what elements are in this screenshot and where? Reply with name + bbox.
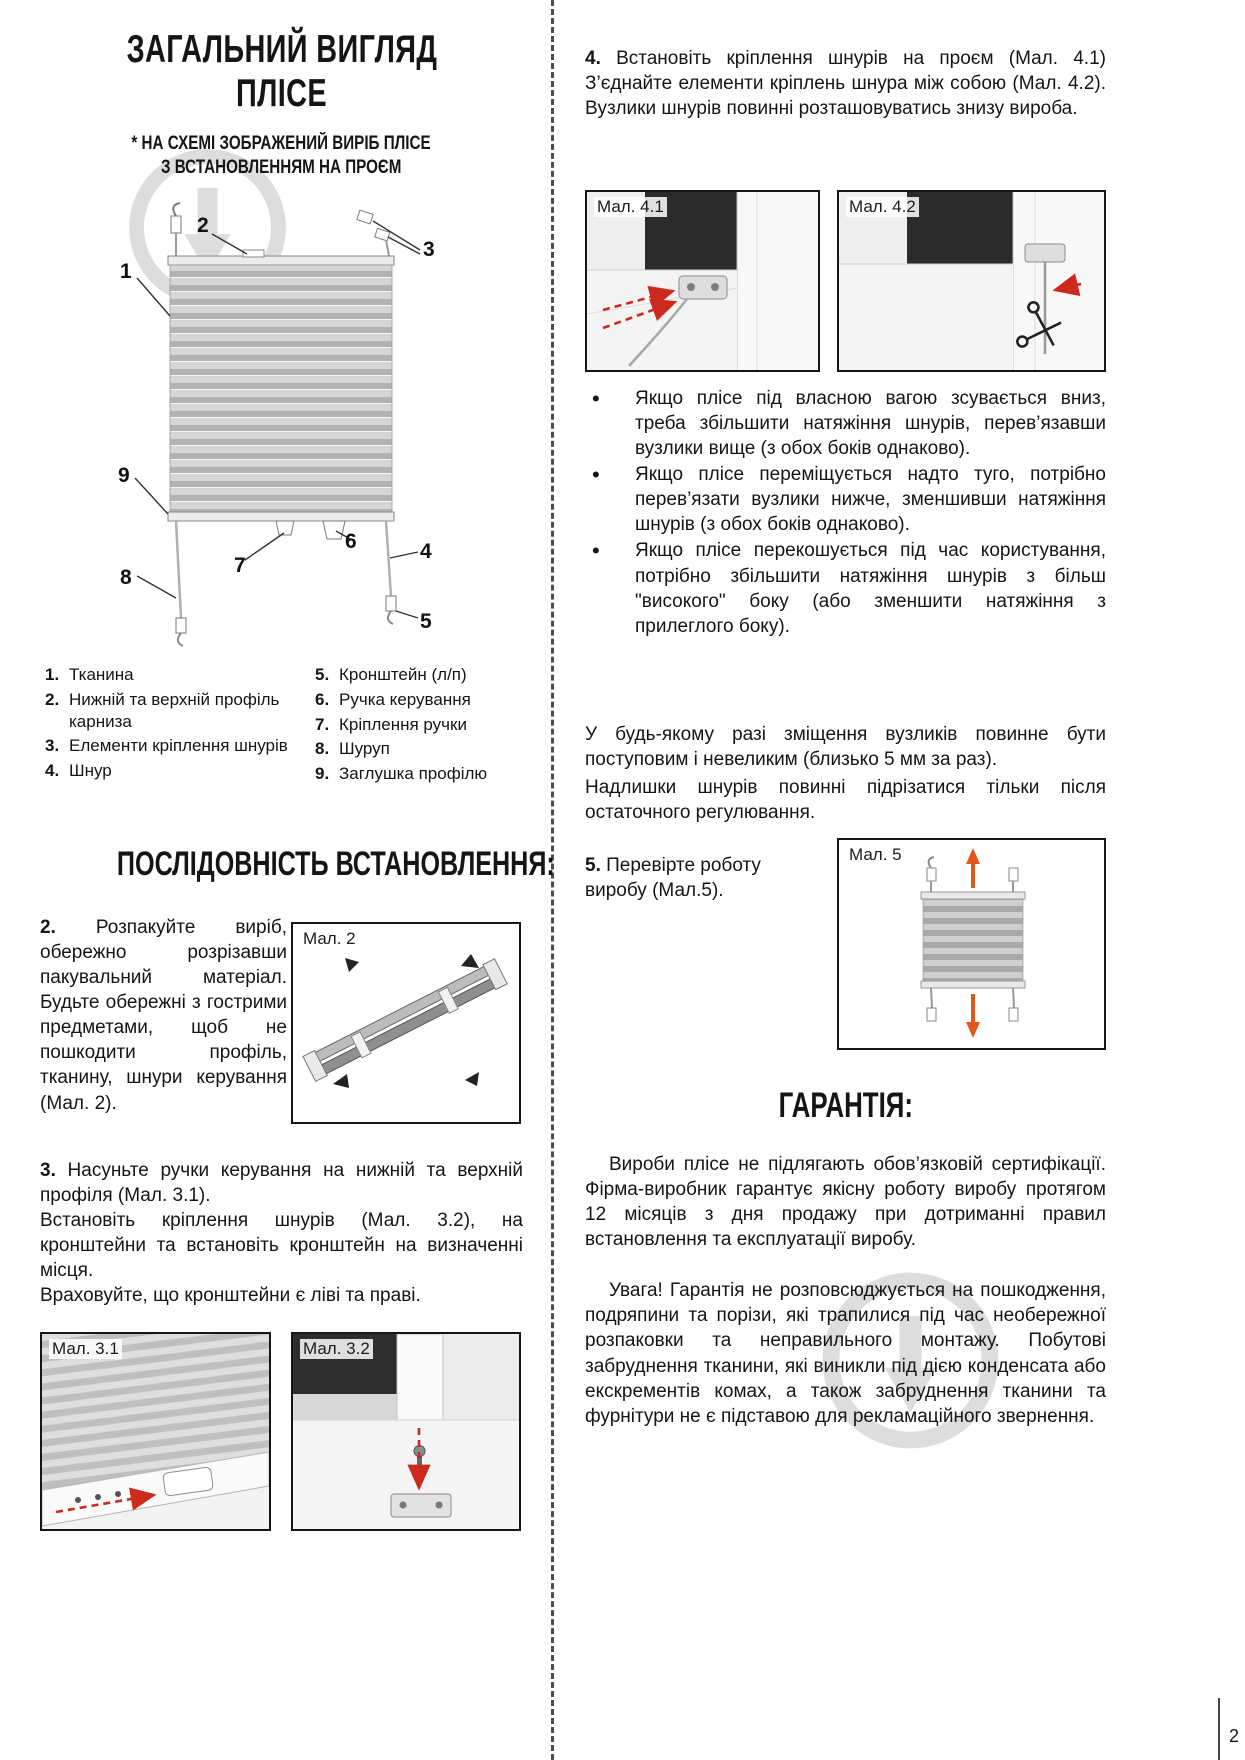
figure-4-1-label: Мал. 4.1 [594, 197, 667, 217]
step-3-paragraph: 3. Насуньте ручки керування на нижній та… [40, 1160, 524, 1307]
diagram-legend-col2: 5. Кронштейн (л/п) 6. Ручка керування 7.… [315, 664, 523, 788]
diagram-callout-9: 9 [118, 464, 130, 487]
window-corner-screw-illustration [293, 1334, 519, 1529]
legend-item: 3. Елементи кріплення шнурів [45, 736, 288, 756]
diagram-callout-5: 5 [420, 610, 432, 633]
blind-corner-illustration [42, 1334, 269, 1529]
step-4-paragraph: 4. Встановіть кріплення шнурів на проєм … [585, 48, 1106, 120]
warranty-paragraph-1: Вироби плісе не підлягають обов’язковій … [585, 1154, 1106, 1251]
page-subtitle-line2: З ВСТАНОВЛЕННЯМ НА ПРОЄМ [161, 156, 402, 178]
adjustment-notes: У будь-якому разі зміщення вузликів пови… [585, 722, 1106, 825]
diagram-callout-7: 7 [234, 554, 246, 577]
note-paragraph: Надлишки шнурів повинні підрізатися тіль… [585, 777, 1106, 824]
figure-5-label: Мал. 5 [846, 845, 905, 865]
window-bracket-illustration [587, 192, 818, 370]
page-title-line1: ЗАГАЛЬНИЙ ВИГЛЯД [126, 28, 437, 71]
legend-item: 2. Нижній та верхній профіль карниза [45, 689, 280, 731]
overview-diagram: 1 2 3 4 5 6 7 8 9 [40, 166, 523, 658]
legend-item: 9. Заглушка профілю [315, 764, 488, 783]
warranty-text: Вироби плісе не підлягають обов’язковій … [585, 1152, 1106, 1429]
bullet-dot: • [592, 386, 600, 411]
legend-item: 1. Тканина [45, 665, 134, 684]
legend-item: 6. Ручка керування [315, 689, 471, 709]
note-paragraph: У будь-якому разі зміщення вузликів пови… [585, 724, 1106, 771]
blind-operation-illustration [839, 840, 1104, 1048]
legend-item: 8. Шуруп [315, 739, 390, 759]
footer-rule [1218, 1698, 1220, 1760]
brand-watermark-icon [822, 1272, 999, 1449]
step-5-paragraph: 5. Перевірте роботу виробу (Мал.5). [585, 855, 761, 902]
diagram-callout-8: 8 [120, 566, 132, 589]
section-title-warranty: ГАРАНТІЯ: [778, 1086, 913, 1125]
profile-bars-illustration [293, 924, 519, 1122]
page-subtitle-line1: * НА СХЕМІ ЗОБРАЖЕНИЙ ВИРІБ ПЛІСЕ [131, 133, 432, 154]
figure-3-2: Мал. 3.2 [291, 1332, 521, 1531]
column-divider [551, 0, 554, 1760]
legend-item: 4. Шнур [45, 761, 112, 780]
figure-4-1: Мал. 4.1 [585, 190, 820, 372]
adjustment-bullet: • Якщо плісе перекошується під час корис… [592, 538, 1106, 637]
figure-5: Мал. 5 [837, 838, 1106, 1050]
diagram-callout-2: 2 [197, 214, 209, 237]
diagram-callout-4: 4 [420, 540, 432, 563]
figure-3-2-label: Мал. 3.2 [300, 1339, 373, 1359]
figure-3-1-label: Мал. 3.1 [49, 1339, 122, 1359]
adjustment-bullet-list: • Якщо плісе під власною вагою зсуваєтьс… [585, 386, 1106, 640]
page-number: 2 [1229, 1726, 1240, 1746]
figure-3-1: Мал. 3.1 [40, 1332, 271, 1531]
legend-item: 7. Кріплення ручки [315, 714, 467, 734]
section-title-installation: ПОСЛІДОВНІСТЬ ВСТАНОВЛЕННЯ: [116, 845, 555, 883]
diagram-callout-3: 3 [423, 238, 435, 261]
diagram-callout-1: 1 [120, 260, 132, 283]
warranty-paragraph-2: Увага! Гарантія не розповсюджується на п… [585, 1280, 1106, 1427]
legend-item: 5. Кронштейн (л/п) [315, 665, 467, 684]
figure-2-label: Мал. 2 [300, 929, 359, 949]
diagram-callout-6: 6 [345, 530, 357, 553]
bullet-dot: • [592, 462, 600, 488]
adjustment-bullet: • Якщо плісе переміщується надто туго, п… [592, 462, 1106, 536]
bullet-dot: • [592, 538, 600, 564]
diagram-legend-col1: 1. Тканина 2. Нижній та верхній профіль … [45, 664, 290, 785]
page-title-line2: ПЛІСЕ [236, 71, 327, 115]
cord-trimming-illustration [839, 192, 1104, 370]
figure-4-2: Мал. 4.2 [837, 190, 1106, 372]
step-2-paragraph: 2. Розпакуйте виріб, обережно розрізавши… [40, 917, 287, 1114]
pleated-blind-diagram [134, 202, 421, 647]
adjustment-bullet: • Якщо плісе під власною вагою зсуваєтьс… [592, 386, 1106, 460]
figure-2: Мал. 2 [291, 922, 521, 1124]
figure-4-2-label: Мал. 4.2 [846, 197, 919, 217]
